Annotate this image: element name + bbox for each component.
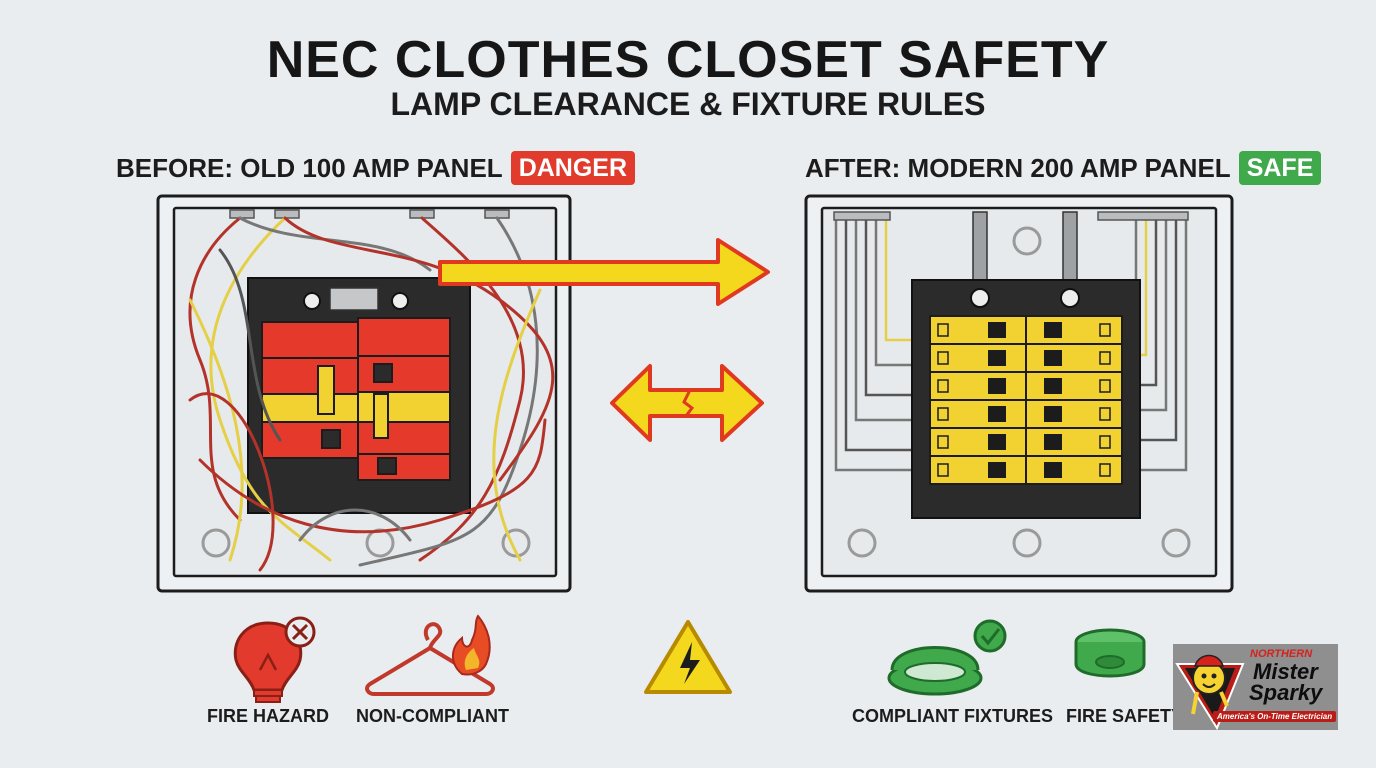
- new-panel: [804, 194, 1234, 593]
- logo-line2: Sparky: [1249, 680, 1323, 705]
- safe-badge: SAFE: [1238, 151, 1322, 185]
- high-voltage-warning-icon: [644, 620, 732, 694]
- new-breakers: [929, 315, 1123, 485]
- caption-fire-hazard: FIRE HAZARD: [207, 706, 329, 726]
- hanger-fire-icon: [365, 614, 495, 696]
- new-knockouts: [847, 226, 1191, 558]
- caption-non-compliant: NON-COMPLIANT: [356, 706, 509, 726]
- right-arrow: [438, 238, 770, 306]
- new-breaker-labels: [937, 323, 1111, 477]
- logo-line1: Mister: [1253, 659, 1318, 684]
- logo-tagline: America's On-Time Electrician: [1213, 711, 1337, 722]
- page-subtitle: LAMP CLEARANCE & FIXTURE RULES: [390, 86, 986, 122]
- before-heading-text: BEFORE: OLD 100 AMP PANEL: [116, 152, 503, 183]
- danger-badge: DANGER: [510, 151, 636, 185]
- new-breaker-toggles: [988, 322, 1062, 478]
- caption-compliant-fixtures: COMPLIANT FIXTURES: [852, 706, 1053, 726]
- mister-sparky-logo: NORTHERN Mister Sparky America's On-Time…: [1173, 644, 1338, 730]
- after-heading: AFTER: MODERN 200 AMP PANEL SAFE: [805, 150, 1322, 186]
- old-breakers: [261, 317, 451, 481]
- caption-fire-safety: FIRE SAFETY: [1066, 706, 1184, 726]
- smoke-detector-icon: [1074, 628, 1146, 678]
- old-panel: [156, 194, 572, 593]
- before-heading: BEFORE: OLD 100 AMP PANEL DANGER: [116, 150, 636, 186]
- after-heading-text: AFTER: MODERN 200 AMP PANEL: [805, 152, 1231, 183]
- page-title: NEC CLOTHES CLOSET SAFETY: [266, 31, 1110, 89]
- recessed-light-check-icon: [887, 619, 1007, 696]
- lightbulb-x-icon: [233, 616, 316, 703]
- old-wires: [188, 216, 555, 572]
- double-arrow: [610, 364, 764, 442]
- logo-mascot-icon: [1175, 654, 1245, 730]
- logo-northern: NORTHERN: [1250, 648, 1313, 660]
